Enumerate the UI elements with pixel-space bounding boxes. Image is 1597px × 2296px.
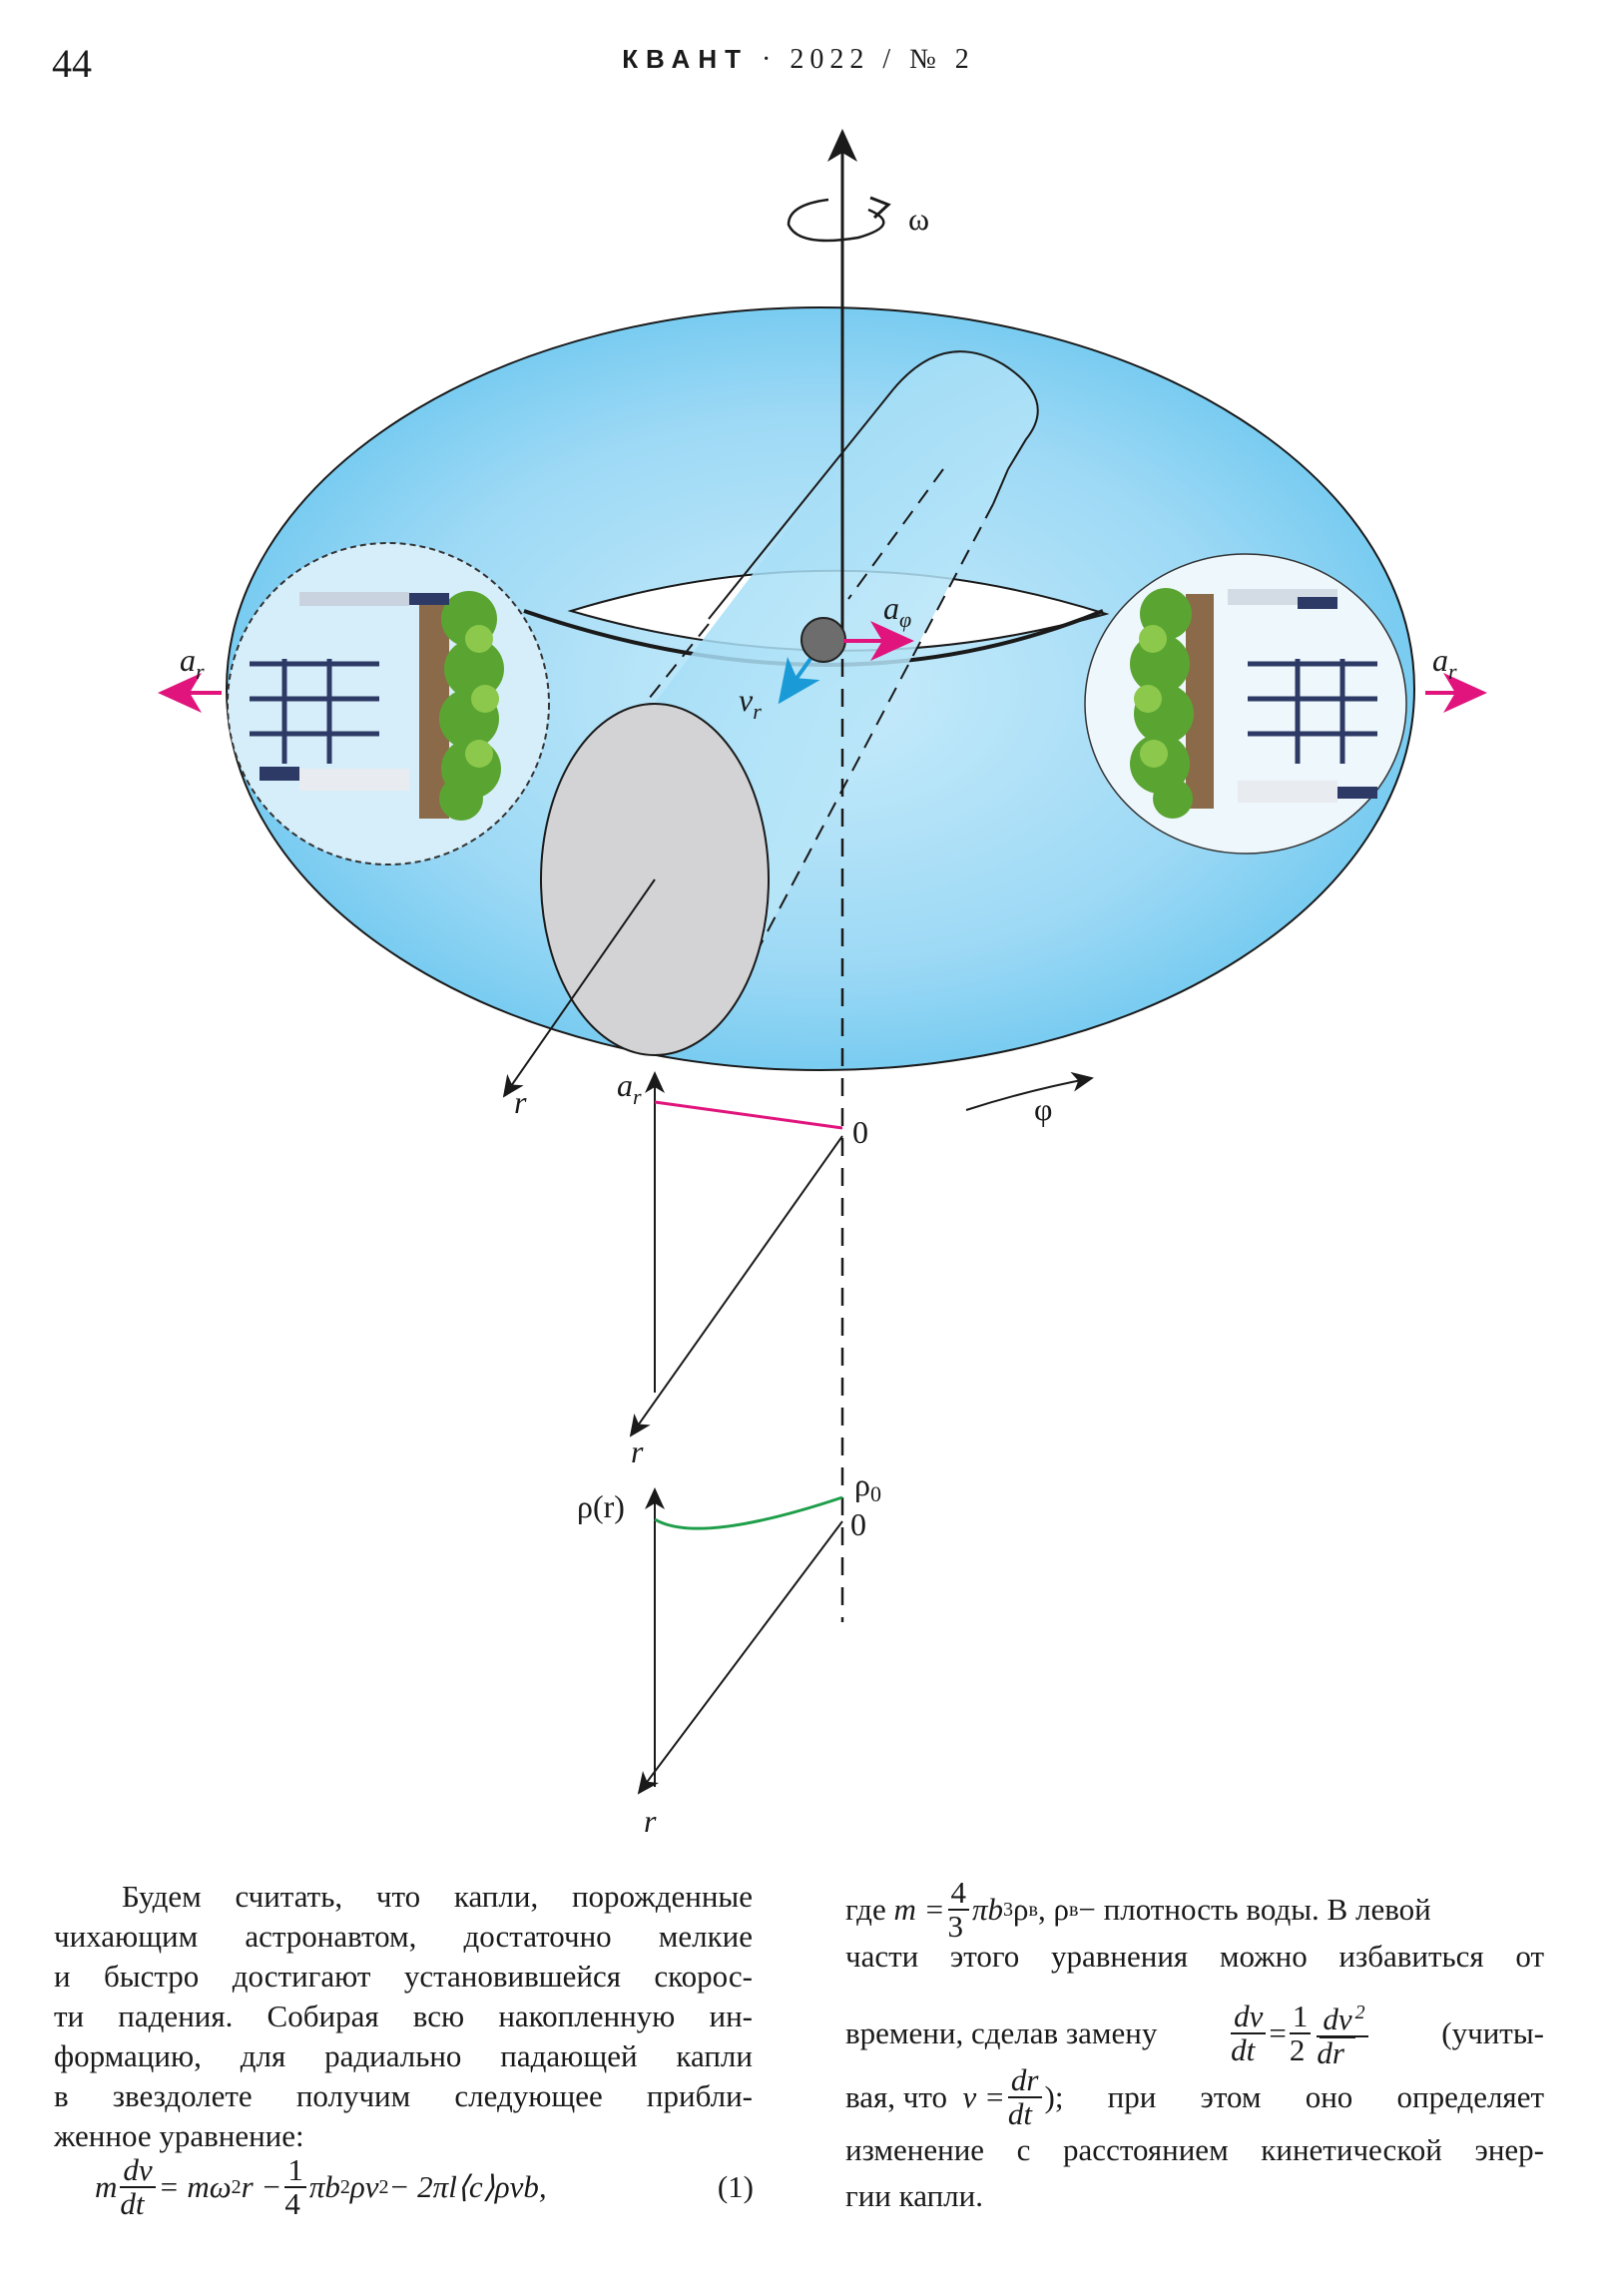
- zero-label-2: 0: [850, 1506, 866, 1542]
- text-line: женное уравнение:: [54, 2118, 304, 2153]
- v-r-label: vr: [739, 682, 762, 724]
- r-label-section: r: [514, 1084, 527, 1120]
- text-line: чихающим астронавтом, достаточно мелкие: [54, 1919, 753, 1954]
- a-r-left-label: ar: [180, 642, 205, 684]
- page-number: 44: [52, 41, 92, 86]
- journal-name: КВАНТ: [622, 44, 749, 74]
- running-header: КВАНТ · 2022 / № 2: [0, 44, 1597, 76]
- rho0-label: ρ0: [854, 1466, 881, 1506]
- phi-label: φ: [1034, 1091, 1052, 1127]
- acceleration-curve: [654, 1100, 843, 1130]
- a-phi-label: aφ: [883, 590, 911, 632]
- rho-axis-label: ρ(r): [577, 1488, 625, 1524]
- text-line: формацию, для радиально падающей капли: [54, 2038, 753, 2073]
- habitat-scene-left: [227, 542, 550, 865]
- habitat-scene-right: [1084, 553, 1407, 855]
- equation-number: (1): [717, 2169, 754, 2204]
- density-curve: [654, 1495, 843, 1530]
- a-r-axis-label: ar: [617, 1067, 642, 1109]
- issue-number: 2022 / № 2: [790, 44, 975, 75]
- text-line: в звездолете получим следующее прибли-: [54, 2078, 753, 2113]
- a-r-right-label: ar: [1432, 642, 1457, 684]
- rotation-arrow-icon: [787, 198, 885, 243]
- header-separator: ·: [761, 44, 778, 75]
- r-label-2: r: [644, 1803, 657, 1839]
- r-label-1: r: [631, 1434, 644, 1469]
- omega-label: ω: [908, 201, 929, 237]
- zero-label-1: 0: [852, 1114, 868, 1150]
- text-line: и быстро достигают установившейся скорос…: [54, 1959, 753, 1994]
- text-line: ти падения. Собирая всю накопленную ин-: [54, 1999, 753, 2033]
- text-line: Будем считать, что капли, порожденные: [122, 1879, 753, 1914]
- torus-diagram: ω aφ vr ar ar r φ ar 0 r ρ(r) ρ0 0 r: [158, 129, 1487, 1839]
- text-line: части этого уравнения можно избавиться о…: [845, 1939, 1544, 1974]
- droplet: [800, 617, 846, 663]
- text-line: изменение с расстоянием кинетической эне…: [845, 2132, 1544, 2167]
- text-line: гии капли.: [845, 2178, 983, 2213]
